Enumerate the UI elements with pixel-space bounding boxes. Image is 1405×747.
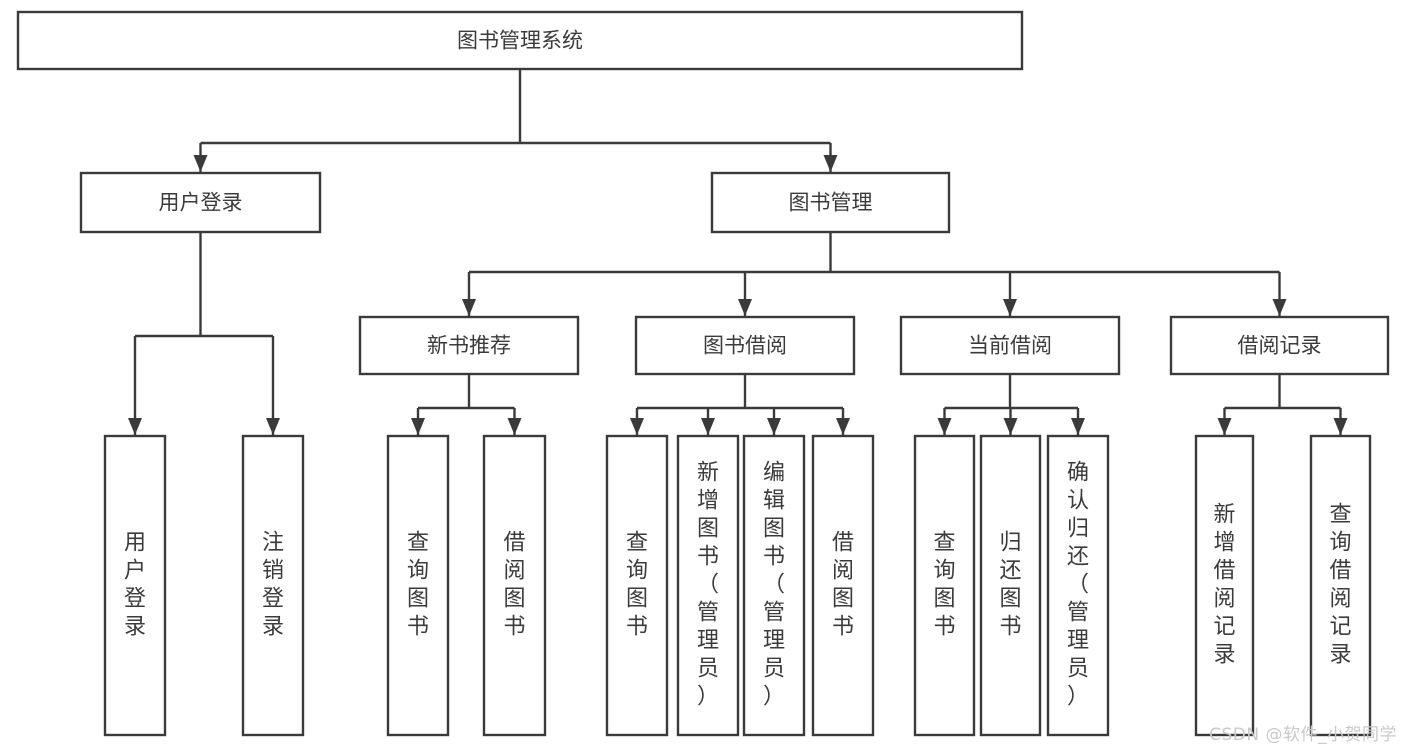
node-label-leaf_3: 借阅图书: [503, 531, 525, 640]
edge-group-l1_1: [462, 232, 1287, 316]
node-l2_0[interactable]: 新书推荐: [358, 315, 580, 376]
node-label-l1_1: 图书管理: [789, 191, 873, 215]
node-leaf_8[interactable]: 查询图书: [913, 434, 976, 737]
node-leaf_4[interactable]: 查询图书: [605, 434, 669, 737]
node-label-leaf_12: 查询借阅记录: [1329, 503, 1351, 668]
node-box-leaf_4: [605, 434, 669, 737]
node-label-leaf_2: 查询图书: [407, 531, 429, 640]
node-label-leaf_0: 用户登录: [124, 531, 146, 640]
node-root[interactable]: 图书管理系统: [16, 10, 1024, 71]
node-label-leaf_7: 借阅图书: [832, 531, 854, 640]
arrow-head-icon: [507, 418, 522, 435]
node-label-root: 图书管理系统: [457, 29, 583, 53]
node-leaf_9[interactable]: 归还图书: [979, 434, 1042, 737]
node-leaf_5[interactable]: 新增图书（管理员）: [676, 434, 740, 737]
node-box-leaf_10: [1046, 434, 1110, 737]
node-leaf_12[interactable]: 查询借阅记录: [1309, 434, 1372, 737]
node-label-l2_3: 借阅记录: [1238, 334, 1322, 358]
node-box-leaf_5: [676, 434, 740, 737]
node-l2_2[interactable]: 当前借阅: [899, 315, 1121, 376]
node-label-leaf_1: 注销登录: [262, 531, 284, 640]
arrow-head-icon: [823, 155, 838, 172]
node-leaf_3[interactable]: 借阅图书: [482, 434, 547, 737]
node-leaf_11[interactable]: 新增借阅记录: [1194, 434, 1255, 737]
arrow-head-icon: [701, 418, 715, 435]
node-label-leaf_10: 确认归还（管理员）: [1067, 461, 1089, 710]
edge-group-l2_1: [630, 374, 850, 435]
arrow-head-icon: [630, 418, 644, 435]
arrow-head-icon: [1071, 418, 1085, 435]
node-box-leaf_2: [386, 434, 450, 737]
node-box-leaf_11: [1194, 434, 1255, 737]
arrow-head-icon: [1333, 418, 1348, 435]
node-box-leaf_6: [742, 434, 806, 737]
node-box-leaf_1: [241, 434, 305, 737]
edge-group-root: [193, 69, 838, 172]
node-box-leaf_12: [1309, 434, 1372, 737]
node-box-leaf_3: [482, 434, 547, 737]
node-label-leaf_6: 编辑图书（管理员）: [763, 461, 785, 710]
arrow-head-icon: [266, 418, 280, 435]
edge-group-l2_3: [1217, 374, 1348, 435]
node-label-leaf_5: 新增图书（管理员）: [697, 461, 719, 710]
node-box-leaf_8: [913, 434, 976, 737]
node-leaf_0[interactable]: 用户登录: [103, 434, 167, 737]
node-leaf_10[interactable]: 确认归还（管理员）: [1046, 434, 1110, 737]
arrow-head-icon: [767, 418, 781, 435]
arrow-head-icon: [937, 418, 952, 435]
arrow-head-icon: [1003, 418, 1018, 435]
node-box-leaf_7: [811, 434, 875, 737]
node-box-l1_0: [79, 171, 322, 234]
node-label-l2_1: 图书借阅: [703, 334, 787, 358]
node-box-l1_1: [710, 171, 951, 234]
node-l1_1[interactable]: 图书管理: [710, 171, 951, 234]
arrow-head-icon: [193, 155, 208, 172]
arrow-head-icon: [1272, 299, 1287, 316]
node-l2_1[interactable]: 图书借阅: [634, 315, 856, 376]
node-box-leaf_9: [979, 434, 1042, 737]
arrow-head-icon: [128, 418, 142, 435]
node-label-l2_2: 当前借阅: [968, 334, 1052, 358]
arrow-head-icon: [836, 418, 850, 435]
node-label-leaf_11: 新增借阅记录: [1213, 503, 1235, 668]
node-box-root: [16, 10, 1024, 71]
node-box-l2_2: [899, 315, 1121, 376]
arrow-head-icon: [1003, 299, 1017, 316]
edge-group-l2_2: [937, 374, 1085, 435]
node-l1_0[interactable]: 用户登录: [79, 171, 322, 234]
edge-group-l2_0: [411, 374, 522, 435]
connector-layer: [128, 69, 1348, 435]
node-box-l2_3: [1169, 315, 1390, 376]
node-label-leaf_9: 归还图书: [999, 531, 1021, 640]
arrow-head-icon: [411, 418, 425, 435]
node-label-leaf_4: 查询图书: [626, 531, 648, 640]
arrow-head-icon: [738, 299, 752, 316]
arrow-head-icon: [462, 299, 476, 316]
node-leaf_1[interactable]: 注销登录: [241, 434, 305, 737]
node-box-leaf_0: [103, 434, 167, 737]
node-label-l2_0: 新书推荐: [427, 334, 511, 358]
node-leaf_2[interactable]: 查询图书: [386, 434, 450, 737]
node-box-l2_1: [634, 315, 856, 376]
node-layer: 图书管理系统用户登录图书管理新书推荐图书借阅当前借阅借阅记录用户登录注销登录查询…: [16, 10, 1390, 737]
node-box-l2_0: [358, 315, 580, 376]
node-l2_3[interactable]: 借阅记录: [1169, 315, 1390, 376]
node-leaf_6[interactable]: 编辑图书（管理员）: [742, 434, 806, 737]
arrow-head-icon: [1217, 418, 1232, 435]
node-label-l1_0: 用户登录: [159, 191, 243, 215]
node-leaf_7[interactable]: 借阅图书: [811, 434, 875, 737]
edge-group-l1_0: [128, 232, 280, 435]
node-label-leaf_8: 查询图书: [933, 531, 955, 640]
